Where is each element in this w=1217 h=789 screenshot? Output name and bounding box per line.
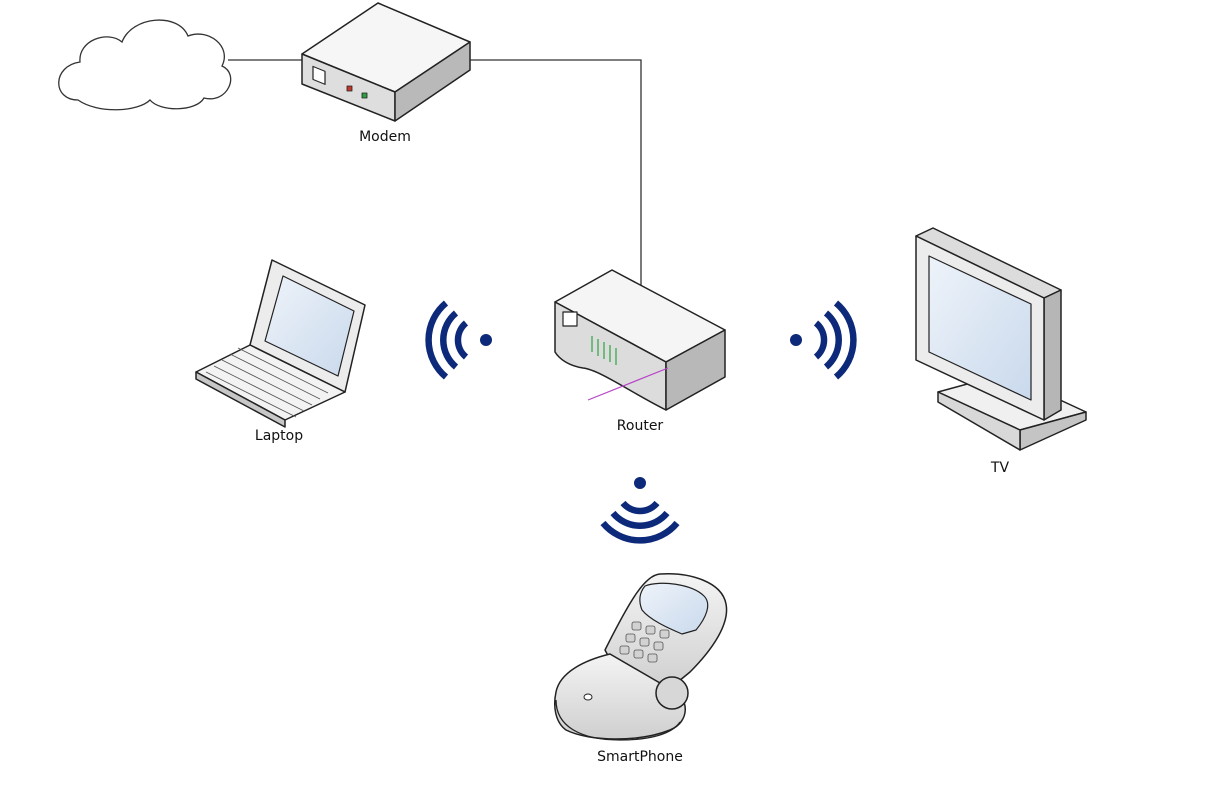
wifi-signal-icon-tv: [790, 300, 857, 380]
cloud-icon: [58, 19, 232, 111]
smartphone-label: SmartPhone: [597, 749, 683, 765]
tv-label: TV: [990, 460, 1010, 476]
smartphone-icon: [554, 573, 728, 741]
modem-label: Modem: [359, 129, 411, 145]
tv-icon: [915, 227, 1087, 451]
wire-modem-router: [470, 59, 642, 290]
laptop-label: Laptop: [254, 428, 304, 444]
wifi-signal-icon-laptop: [425, 300, 492, 380]
router-label: Router: [616, 418, 664, 434]
modem-icon: [301, 2, 471, 122]
wifi-signal-icon-smartphone: [600, 477, 680, 544]
router-icon: [554, 269, 726, 411]
laptop-icon: [195, 259, 366, 428]
